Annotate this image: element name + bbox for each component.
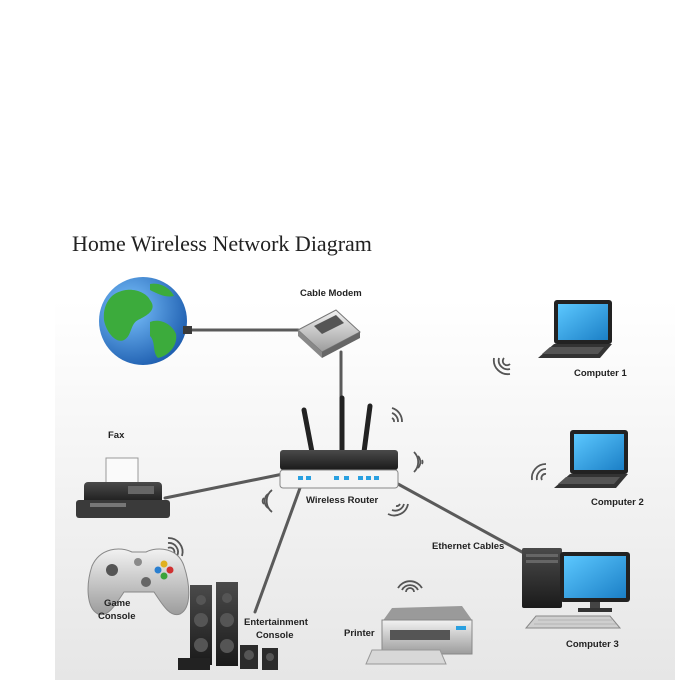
entertainment-speakers-icon — [178, 582, 278, 670]
computer-3-desktop-icon — [522, 548, 630, 629]
label-wireless-router: Wireless Router — [306, 495, 379, 506]
internet-globe-icon — [99, 277, 192, 365]
label-game-line-1: Game — [104, 598, 130, 609]
cable-router-fax — [163, 471, 290, 500]
label-printer: Printer — [344, 628, 375, 639]
wifi-signal-icons — [167, 357, 547, 593]
label-cable-modem: Cable Modem — [300, 288, 362, 299]
label-computer-1: Computer 1 — [574, 368, 628, 379]
wifi-icon-router-right — [413, 451, 424, 473]
wifi-icon-router-left — [261, 489, 273, 513]
wifi-icon-computer1 — [492, 357, 511, 376]
label-computer-2: Computer 2 — [591, 497, 644, 508]
fax-machine-icon — [76, 457, 170, 518]
cable-router-entertainment — [253, 486, 302, 614]
wireless-router-icon — [279, 395, 399, 489]
cable-router-computer3 — [396, 482, 524, 554]
diagram-title: Home Wireless Network Diagram — [72, 231, 372, 256]
wifi-icon-computer2 — [530, 463, 547, 481]
wifi-icon-router-top — [391, 407, 403, 423]
label-fax: Fax — [108, 430, 125, 441]
label-entertainment-line-2: Console — [256, 630, 293, 641]
cable-lines — [163, 328, 524, 614]
game-controller-icon — [87, 548, 190, 616]
printer-icon — [365, 606, 473, 665]
label-entertainment-line-1: Entertainment — [244, 617, 309, 628]
wifi-icon-printer — [397, 580, 423, 593]
label-computer-3: Computer 3 — [566, 639, 619, 650]
computer-1-laptop-icon — [538, 300, 612, 358]
label-ethernet-cables: Ethernet Cables — [432, 541, 504, 552]
computer-2-laptop-icon — [554, 430, 628, 488]
wifi-icon-router-bottom-right — [387, 503, 409, 517]
label-game-line-2: Console — [98, 611, 135, 622]
cable-modem-icon — [297, 309, 361, 358]
device-labels: Cable Modem Computer 1 Fax Computer 2 Wi… — [98, 288, 644, 650]
